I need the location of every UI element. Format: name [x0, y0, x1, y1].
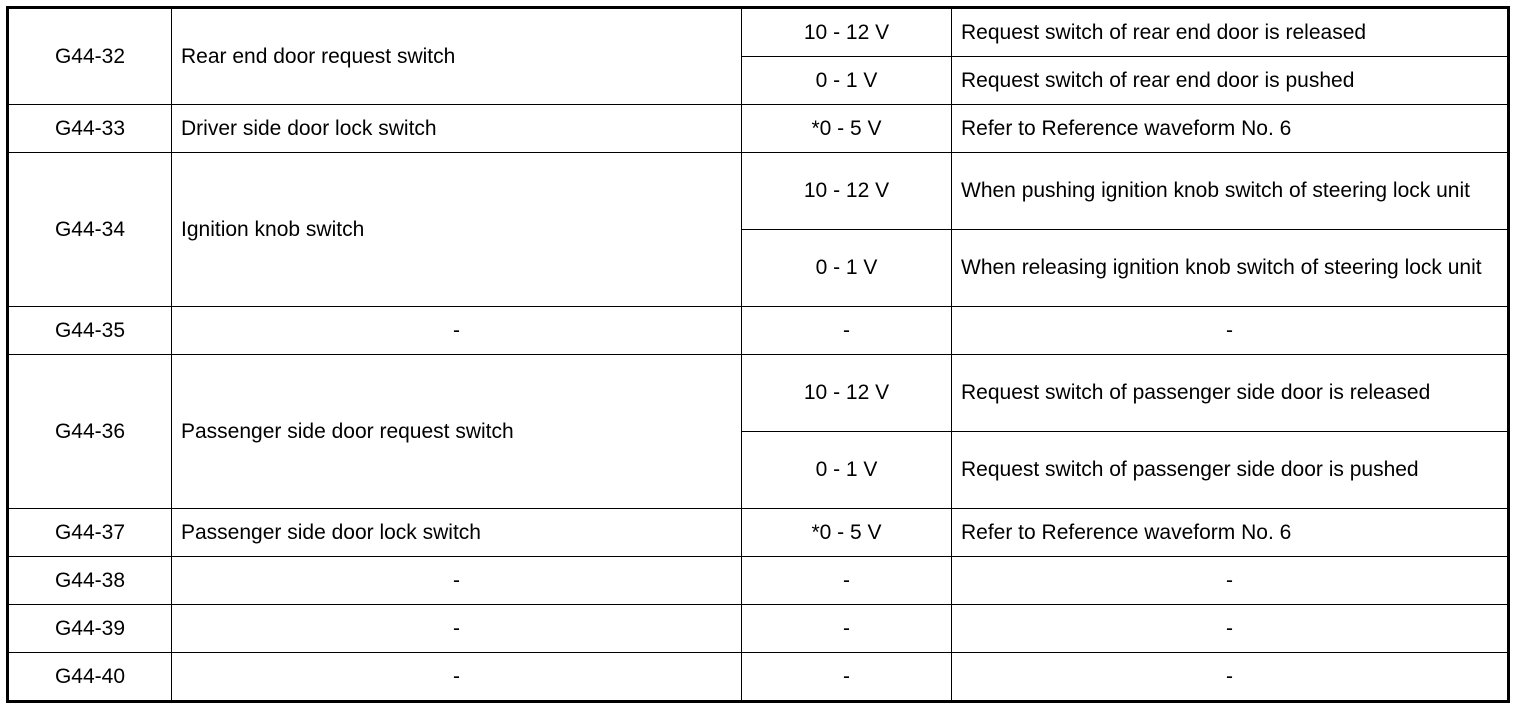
terminal-no-cell: G44-38: [7, 556, 172, 605]
condition-cell: Refer to Reference waveform No. 6: [951, 508, 1509, 557]
terminal-no-cell: G44-34: [7, 152, 172, 307]
value-cell: 10 - 12 V: [741, 152, 952, 230]
table-row: G44-35---: [7, 306, 1509, 355]
value-cell: 10 - 12 V: [741, 354, 952, 432]
value-cell: -: [741, 604, 952, 653]
terminal-no-cell: G44-32: [7, 7, 172, 105]
terminal-name-cell: Passenger side door request switch: [171, 354, 742, 509]
value-cell: 10 - 12 V: [741, 7, 952, 57]
condition-cell: Refer to Reference waveform No. 6: [951, 104, 1509, 153]
terminal-name-cell: Driver side door lock switch: [171, 104, 742, 153]
terminal-no-cell: G44-40: [7, 652, 172, 702]
condition-cell: Request switch of rear end door is pushe…: [951, 56, 1509, 105]
terminal-name-cell: -: [171, 306, 742, 355]
condition-cell: -: [951, 604, 1509, 653]
value-cell: 0 - 1 V: [741, 431, 952, 509]
condition-cell: Request switch of rear end door is relea…: [951, 7, 1509, 57]
value-cell: -: [741, 556, 952, 605]
condition-cell: When pushing ignition knob switch of ste…: [951, 152, 1509, 230]
value-cell: *0 - 5 V: [741, 104, 952, 153]
value-cell: -: [741, 652, 952, 702]
condition-cell: Request switch of passenger side door is…: [951, 431, 1509, 509]
terminal-no-cell: G44-39: [7, 604, 172, 653]
terminal-name-cell: -: [171, 604, 742, 653]
condition-cell: -: [951, 652, 1509, 702]
condition-cell: -: [951, 306, 1509, 355]
terminal-no-cell: G44-35: [7, 306, 172, 355]
terminal-name-cell: Ignition knob switch: [171, 152, 742, 307]
terminal-no-cell: G44-36: [7, 354, 172, 509]
table-row: G44-40---: [7, 652, 1509, 702]
terminal-name-cell: -: [171, 652, 742, 702]
value-cell: *0 - 5 V: [741, 508, 952, 557]
condition-cell: Request switch of passenger side door is…: [951, 354, 1509, 432]
terminal-name-cell: Passenger side door lock switch: [171, 508, 742, 557]
table-row: G44-38---: [7, 556, 1509, 605]
terminal-no-cell: G44-33: [7, 104, 172, 153]
terminal-no-cell: G44-37: [7, 508, 172, 557]
condition-cell: -: [951, 556, 1509, 605]
value-cell: 0 - 1 V: [741, 229, 952, 307]
terminal-name-cell: Rear end door request switch: [171, 7, 742, 105]
value-cell: -: [741, 306, 952, 355]
table-row: G44-39---: [7, 604, 1509, 653]
terminal-name-cell: -: [171, 556, 742, 605]
condition-cell: When releasing ignition knob switch of s…: [951, 229, 1509, 307]
value-cell: 0 - 1 V: [741, 56, 952, 105]
